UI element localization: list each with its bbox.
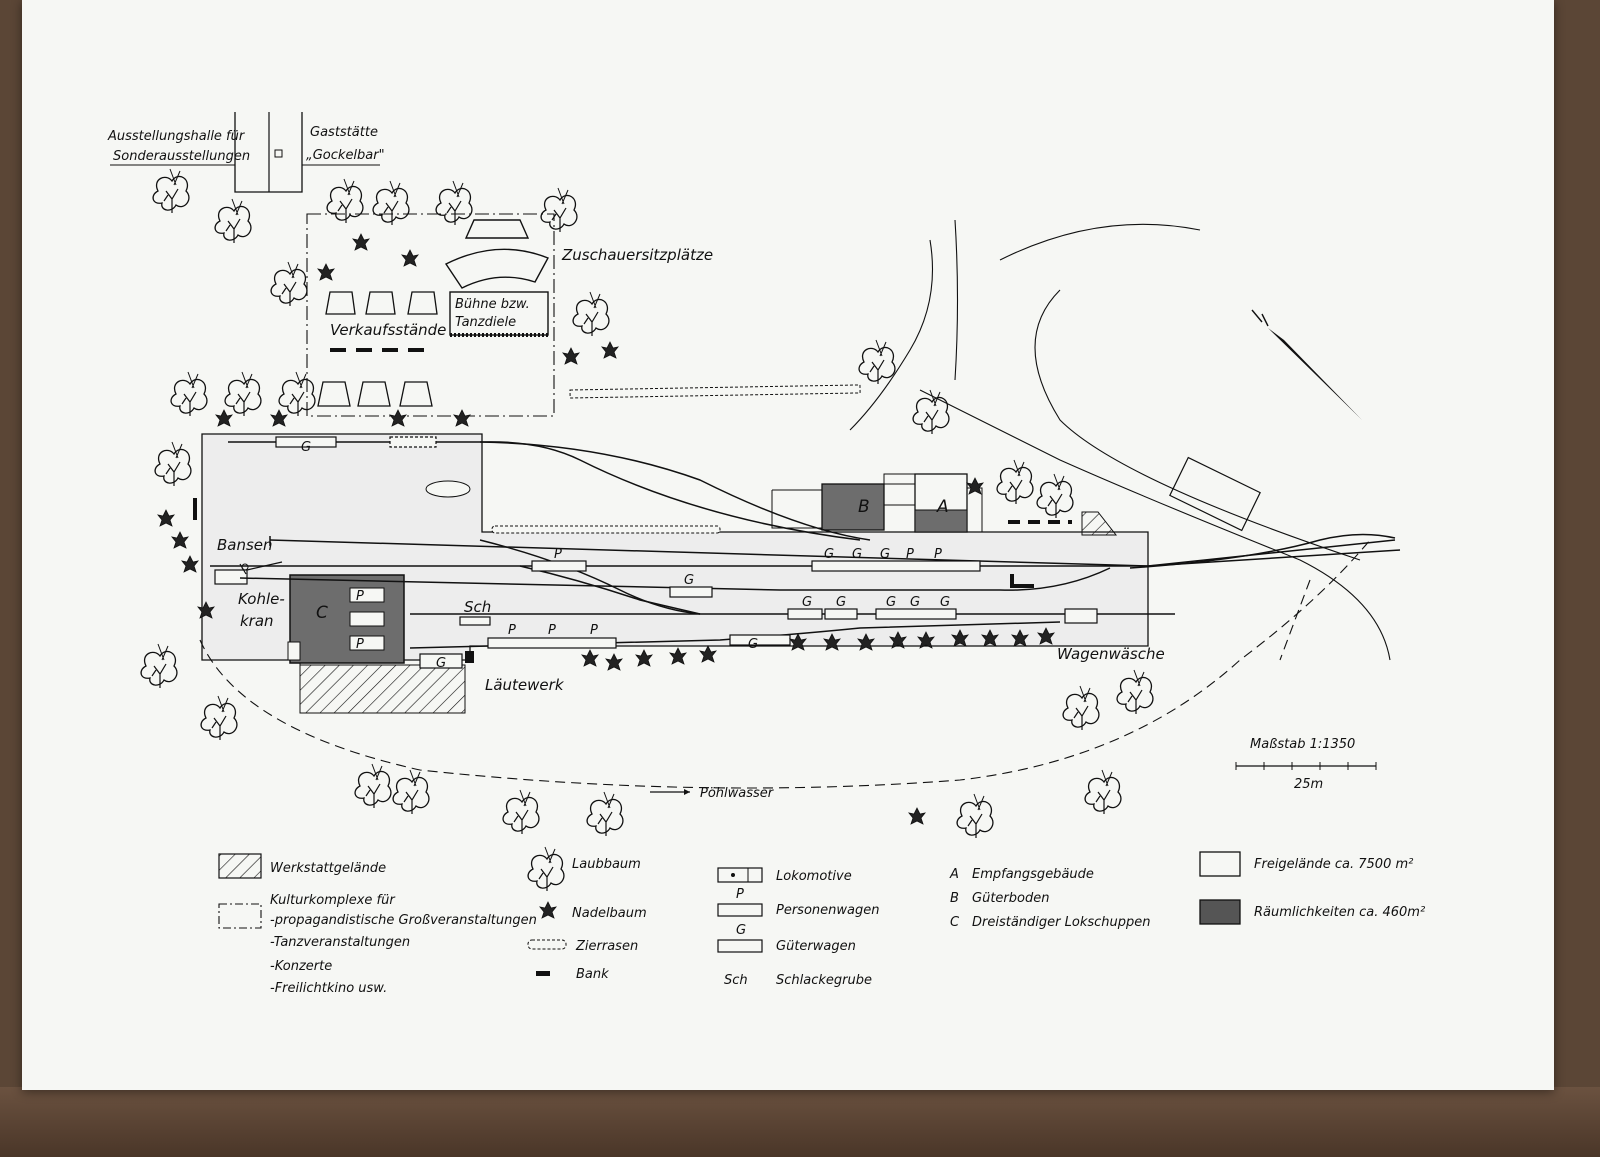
legend-a-key: A (949, 867, 959, 882)
car-p-3: P (934, 547, 942, 562)
legend-werkstatt: Werkstattgelände (270, 861, 386, 876)
spectator-seating (444, 219, 549, 289)
car-p-5: P (548, 623, 556, 638)
ornamental-lawn (425, 384, 861, 534)
legend-freight-swatch (717, 939, 763, 953)
scale-title: Maßstab 1:1350 (1250, 737, 1355, 752)
car-g-5: G (684, 573, 694, 588)
spectator-seating-label: Zuschauersitzplätze (561, 246, 713, 264)
legend-personenwagen: Personenwagen (776, 903, 879, 918)
legend-open-area-swatch (1199, 851, 1241, 877)
legend-loco-swatch (717, 867, 763, 883)
car-g-8: G (886, 595, 896, 610)
car-g-10: G (940, 595, 950, 610)
car-p-2: P (906, 547, 914, 562)
coal-crane-label-2: kran (240, 612, 274, 630)
roads (849, 219, 1391, 661)
exhibition-hall-label-2: Sonderausstellungen (113, 149, 250, 164)
rolling-stock (275, 436, 1098, 669)
car-g-1: G (301, 440, 311, 455)
stage-label-2: Tanzdiele (455, 315, 516, 330)
slag-pit-label: Sch (464, 598, 491, 616)
bell-tower-marker (465, 651, 474, 663)
legend-conifer-icon (539, 901, 557, 919)
legend-passenger-swatch (717, 903, 763, 917)
car-g-3: G (852, 547, 862, 562)
restaurant-label-2: „Gockelbar" (306, 148, 385, 163)
car-wash-label: Wagenwäsche (1057, 645, 1165, 663)
restaurant-label-1: Gaststätte (310, 125, 378, 140)
legend-workshop-swatch (218, 853, 262, 879)
legend-p-symbol: P (736, 887, 744, 902)
legend-kultur-4: -Konzerte (270, 959, 332, 974)
car-g-12: G (436, 656, 446, 671)
legend-zierrasen: Zierrasen (575, 939, 638, 954)
car-g-4: G (880, 547, 890, 562)
engine-shed-c (287, 574, 405, 664)
stage (449, 291, 549, 337)
bell-tower-label: Läutewerk (485, 676, 565, 694)
legend-kultur-1: Kulturkomplexe für (270, 893, 396, 908)
coal-crane-label-1: Kohle- (238, 590, 285, 608)
legend-g-symbol: G (736, 923, 746, 938)
legend-b-text: Güterboden (972, 891, 1049, 906)
legend-culture-swatch (218, 903, 262, 929)
table-surface (0, 1087, 1600, 1157)
car-p-1: P (554, 547, 562, 562)
reception-building-a-label: A (936, 497, 949, 517)
stage-label-1: Bühne bzw. (455, 297, 530, 312)
legend-b-key: B (950, 891, 959, 906)
legend-nadelbaum: Nadelbaum (572, 906, 647, 921)
freight-house-b (821, 473, 916, 531)
small-hatched-area (1081, 511, 1118, 536)
legend-raum: Räumlichkeiten ca. 460m² (1254, 905, 1425, 920)
legend-schlackegrube: Schlackegrube (776, 973, 872, 988)
legend-lokomotive: Lokomotive (776, 869, 852, 884)
north-arrow-icon (1251, 309, 1362, 420)
legend-bench-swatch (536, 971, 550, 976)
legend-a-text: Empfangsgebäude (972, 867, 1094, 882)
legend-kultur-2: -propagandistische Großveranstaltungen (270, 913, 537, 928)
car-g-2: G (824, 547, 834, 562)
scale-bar (1235, 762, 1377, 770)
exhibition-hall-label-1: Ausstellungshalle für (107, 129, 246, 144)
shed-car-p-1: P (356, 589, 364, 604)
reception-building-a (914, 473, 983, 533)
engine-shed-c-label: C (316, 603, 328, 623)
exhibition-hall (110, 112, 380, 193)
railway-tracks (210, 441, 1401, 649)
car-g-6: G (802, 595, 812, 610)
coal-crane (214, 561, 283, 585)
freight-house-b-label: B (858, 497, 870, 517)
car-p-4: P (508, 623, 516, 638)
legend-bank: Bank (576, 967, 609, 982)
legend-lawn-swatch (527, 939, 567, 950)
shed-car-p-2: P (356, 637, 364, 652)
legend-kultur-3: -Tanzveranstaltungen (270, 935, 410, 950)
car-g-7: G (836, 595, 846, 610)
bansen-label: Bansen (217, 536, 273, 554)
legend-frei: Freigelände ca. 7500 m² (1254, 857, 1413, 872)
car-g-9: G (910, 595, 920, 610)
legend-rooms-swatch (1199, 899, 1241, 925)
dashed-path (199, 539, 1371, 789)
poehlwasser-label: Pöhlwasser (700, 786, 775, 801)
legend-kultur-5: -Freilichtkino usw. (270, 981, 387, 996)
culture-complex-boundary (306, 213, 555, 417)
legend-c-text: Dreiständiger Lokschuppen (972, 915, 1151, 930)
workshop-area (299, 650, 466, 714)
car-p-6: P (590, 623, 598, 638)
legend-sch-symbol: Sch (724, 973, 748, 988)
legend-laubbaum: Laubbaum (572, 857, 641, 872)
scale-unit: 25m (1294, 777, 1323, 792)
legend-gueterwagen: Güterwagen (776, 939, 856, 954)
free-standing-plot (1169, 456, 1261, 532)
sales-stands (317, 291, 438, 407)
car-g-11: G (748, 637, 758, 652)
car-labels: G P G G G P P G G G G G G P P P G G (301, 440, 950, 671)
legend-c-key: C (950, 915, 960, 930)
sales-stands-label: Verkaufsstände (330, 321, 446, 339)
legend: Werkstattgelände Kulturkomplexe für -pro… (218, 851, 1425, 996)
